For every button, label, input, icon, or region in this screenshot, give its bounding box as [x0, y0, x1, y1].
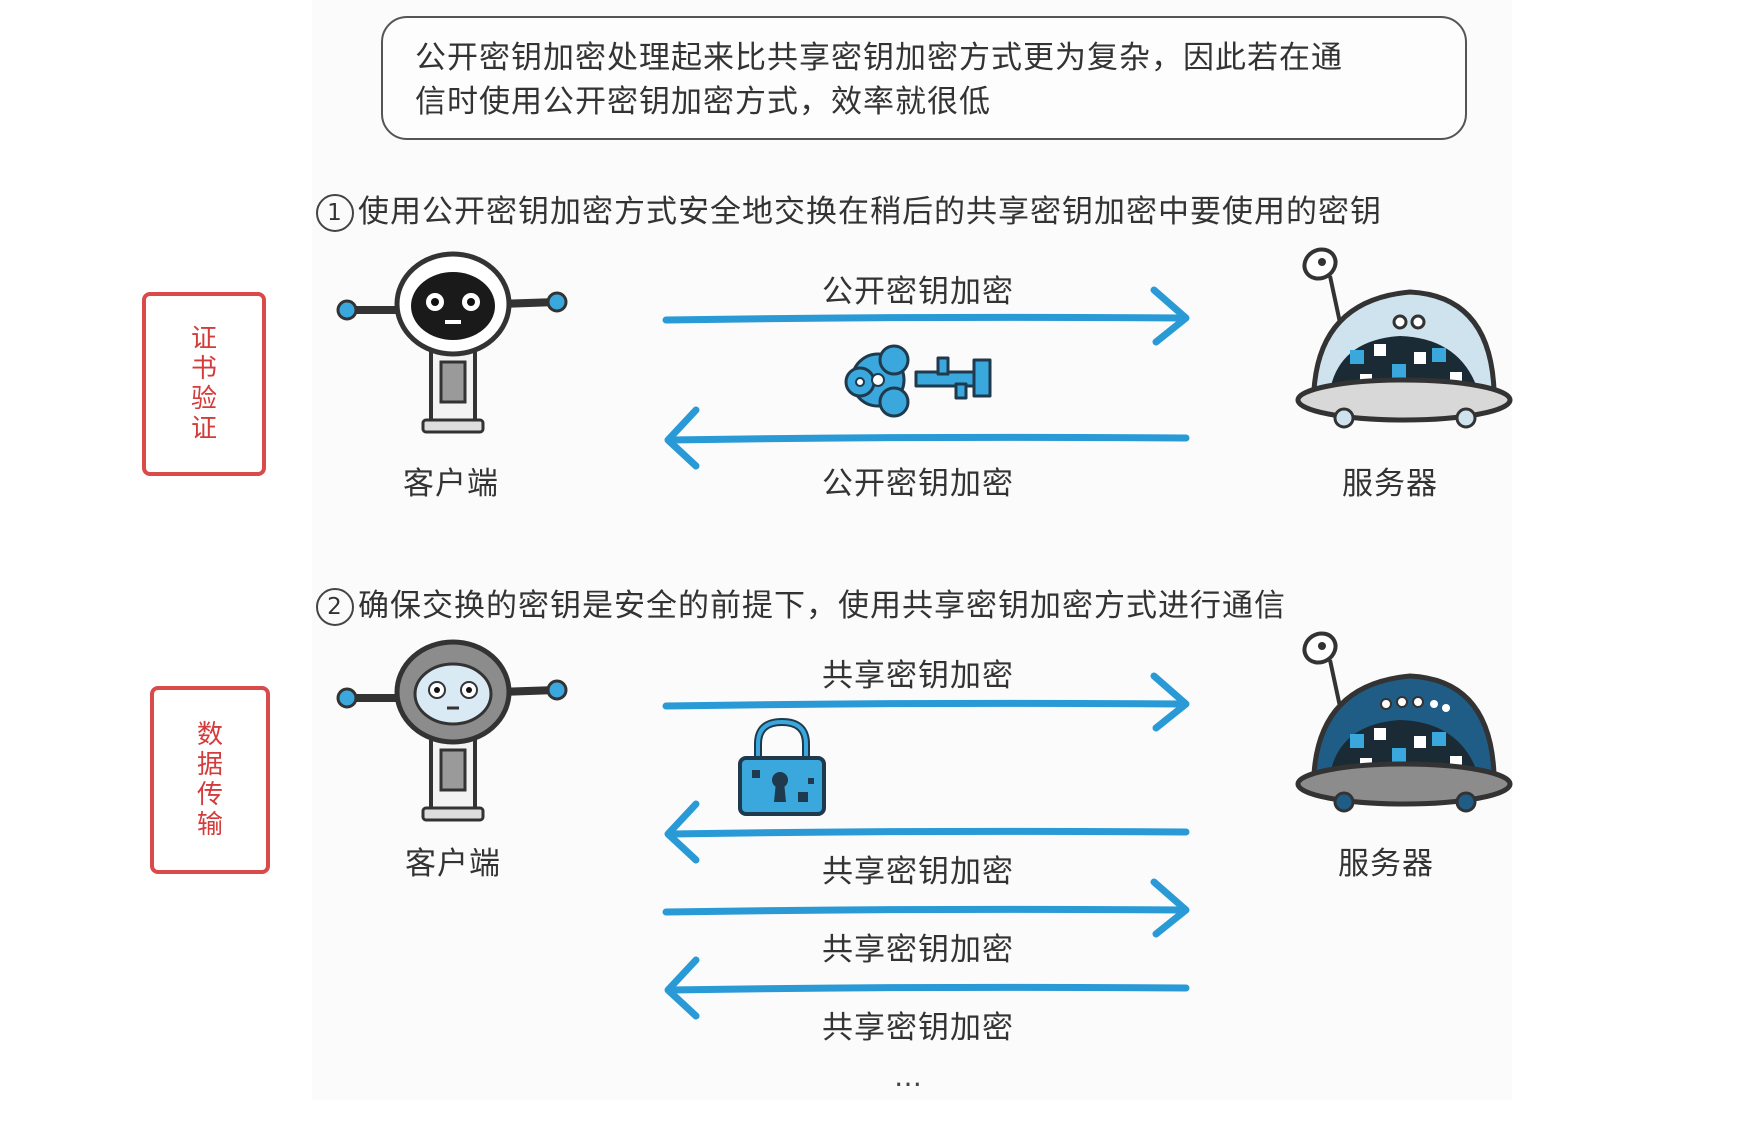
arrow-to-client-2b — [664, 800, 1190, 864]
arrow-2b-label: 共享密钥加密 — [822, 854, 1014, 890]
step-1-number: 1 — [316, 194, 354, 232]
key-icon — [844, 344, 992, 418]
step-1-text: 使用公开密钥加密方式安全地交换在稍后的共享密钥加密中要使用的密钥 — [358, 194, 1382, 230]
data-char-1: 数 — [196, 720, 223, 750]
arrows-1 — [662, 286, 1190, 470]
arrow-to-server-2a — [662, 672, 1190, 732]
cert-char-4: 证 — [190, 414, 217, 444]
diagram-panel — [312, 0, 1512, 1100]
arrow-to-server-2c — [662, 878, 1190, 938]
data-char-3: 传 — [196, 780, 223, 810]
cert-verify-label: 证 书 验 证 — [142, 292, 266, 476]
client-robot-2-icon — [336, 639, 568, 822]
data-char-4: 输 — [196, 810, 223, 840]
arrow-2a-label: 共享密钥加密 — [822, 658, 1014, 694]
client-robot-icon — [336, 251, 568, 434]
arrow-2d-label: 共享密钥加密 — [822, 1010, 1014, 1046]
step-2-number: 2 — [316, 588, 354, 626]
note-line-1: 公开密钥加密处理起来比共享密钥加密方式更为复杂，因此若在通 — [415, 40, 1343, 76]
arrow-1-top-label: 公开密钥加密 — [822, 274, 1014, 310]
arrows-2 — [662, 672, 1190, 1020]
arrow-1-bottom-label: 公开密钥加密 — [822, 466, 1014, 502]
server-label-2: 服务器 — [1338, 846, 1434, 882]
server-robot-icon — [1295, 247, 1513, 429]
cert-char-3: 验 — [190, 384, 217, 414]
data-char-2: 据 — [196, 750, 223, 780]
server-label-1: 服务器 — [1342, 466, 1438, 502]
server-robot-2-icon — [1295, 631, 1513, 813]
client-label-1: 客户端 — [403, 466, 499, 502]
arrow-to-server-1 — [662, 286, 1190, 346]
ellipsis: … — [894, 1060, 924, 1093]
note-box: 公开密钥加密处理起来比共享密钥加密方式更为复杂，因此若在通 信时使用公开密钥加密… — [381, 16, 1467, 140]
note-line-2: 信时使用公开密钥加密方式，效率就很低 — [415, 84, 991, 120]
cert-char-2: 书 — [190, 354, 217, 384]
arrow-to-client-2d — [664, 956, 1190, 1020]
arrow-2c-label: 共享密钥加密 — [822, 932, 1014, 968]
data-transfer-label: 数 据 传 输 — [150, 686, 270, 874]
lock-icon — [738, 717, 826, 816]
step-2-text: 确保交换的密钥是安全的前提下，使用共享密钥加密方式进行通信 — [358, 588, 1286, 624]
arrow-to-client-1 — [664, 406, 1190, 470]
client-label-2: 客户端 — [405, 846, 501, 882]
cert-char-1: 证 — [190, 324, 217, 354]
